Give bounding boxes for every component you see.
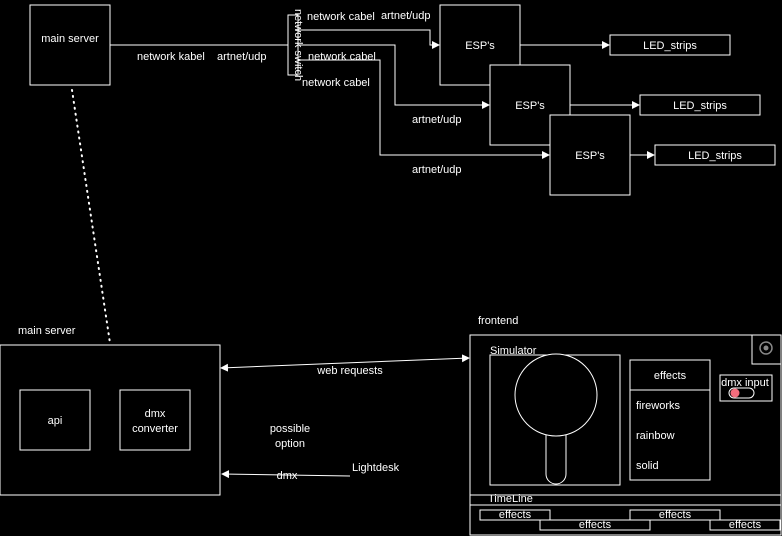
lightdesk-label: Lightdesk: [352, 462, 400, 474]
esp-node-3: ESP's: [549, 114, 631, 196]
artnet-label-1: artnet/udp: [217, 51, 267, 63]
web-requests-arrow: [220, 354, 470, 372]
api-label: api: [48, 415, 63, 427]
simulator-pole-shape: [545, 428, 567, 485]
bottom-main-server-node: api dmx converter: [0, 344, 221, 496]
main-server-node: main server: [29, 4, 111, 86]
switch-to-esp2-line: [298, 44, 490, 109]
effects-heading: effects: [654, 370, 687, 382]
led-strips-node-3: LED_strips: [654, 144, 776, 166]
timeline-clip[interactable]: effects: [629, 509, 721, 521]
led-label-3: LED_strips: [688, 150, 742, 162]
timeline-clip[interactable]: effects: [709, 519, 781, 531]
dotted-connector: [71, 89, 111, 344]
esp-label-2: ESP's: [515, 100, 545, 112]
bottom-main-server-title: main server: [18, 325, 76, 337]
api-box: [19, 389, 91, 451]
led-strips-node-2: LED_strips: [639, 94, 761, 116]
led-label-2: LED_strips: [673, 100, 727, 112]
artnet-label-2: artnet/udp: [381, 10, 431, 22]
timeline-clip-label: effects: [499, 509, 532, 521]
effect-item-fireworks[interactable]: fireworks: [636, 400, 681, 412]
esp-label-1: ESP's: [465, 40, 495, 52]
dmx-arrow: [221, 470, 351, 479]
led-strips-node-1: LED_strips: [609, 34, 731, 56]
dmx-input-toggle[interactable]: [728, 387, 755, 399]
effect-item-solid[interactable]: solid: [636, 460, 659, 472]
main-server-label: main server: [41, 33, 99, 45]
network-cabel-label-3: network cabel: [302, 77, 370, 89]
led-label-1: LED_strips: [643, 40, 697, 52]
frontend-title: frontend: [478, 315, 518, 327]
switch-to-esp1-line: [298, 29, 440, 49]
artnet-label-4: artnet/udp: [412, 164, 462, 176]
effects-heading-box: [629, 359, 711, 391]
frontend-window: Simulator effects fireworks rainbow soli…: [469, 334, 782, 536]
timeline-clip[interactable]: effects: [539, 519, 651, 531]
network-cabel-label-1: network cabel: [307, 11, 375, 23]
network-kabel-label: network kabel: [137, 51, 205, 63]
possible-option-label-1: possible: [270, 423, 310, 435]
timeline-clip-label: effects: [579, 519, 612, 531]
simulator-ball-shape: [514, 353, 598, 437]
timeline-clip[interactable]: effects: [479, 509, 551, 521]
dmx-converter-box: [119, 389, 191, 451]
esp-label-3: ESP's: [575, 150, 605, 162]
artnet-label-3: artnet/udp: [412, 114, 462, 126]
web-requests-label: web requests: [316, 365, 383, 377]
switch-to-esp3-line: [298, 59, 550, 159]
timeline-label: TimeLine: [488, 493, 533, 505]
timeline-clip-label: effects: [729, 519, 762, 531]
dmx-converter-label-1: dmx: [145, 408, 166, 420]
effect-item-rainbow[interactable]: rainbow: [636, 430, 675, 442]
possible-option-label-2: option: [275, 438, 305, 450]
gear-icon[interactable]: [751, 334, 782, 365]
dmx-label: dmx: [277, 470, 298, 482]
timeline-clip-label: effects: [659, 509, 692, 521]
network-cabel-label-2: network cabel: [308, 51, 376, 63]
dmx-input-label: dmx input: [721, 377, 769, 389]
dmx-converter-label-2: converter: [132, 423, 178, 435]
simulator-label: Simulator: [490, 345, 537, 357]
